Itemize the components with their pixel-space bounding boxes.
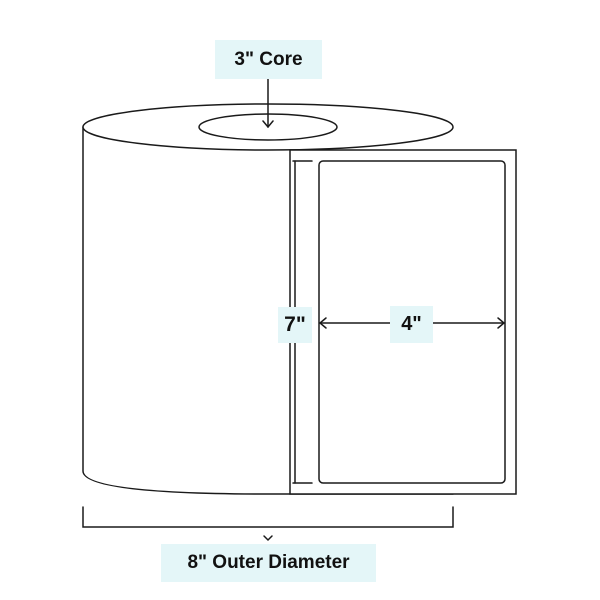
roll-body <box>82 126 454 495</box>
label-height-dimension: 7" <box>278 307 312 343</box>
label-width-dimension: 4" <box>390 306 433 343</box>
core-arrow-head <box>262 120 274 129</box>
outer-diameter-chevron <box>263 535 273 542</box>
width-arrow-right-head <box>497 317 506 329</box>
outer-diameter-bracket <box>82 506 454 528</box>
width-arrow-left-head <box>318 317 327 329</box>
outer-diameter-label: 8" Outer Diameter <box>161 544 376 582</box>
core-label: 3" Core <box>215 40 322 79</box>
